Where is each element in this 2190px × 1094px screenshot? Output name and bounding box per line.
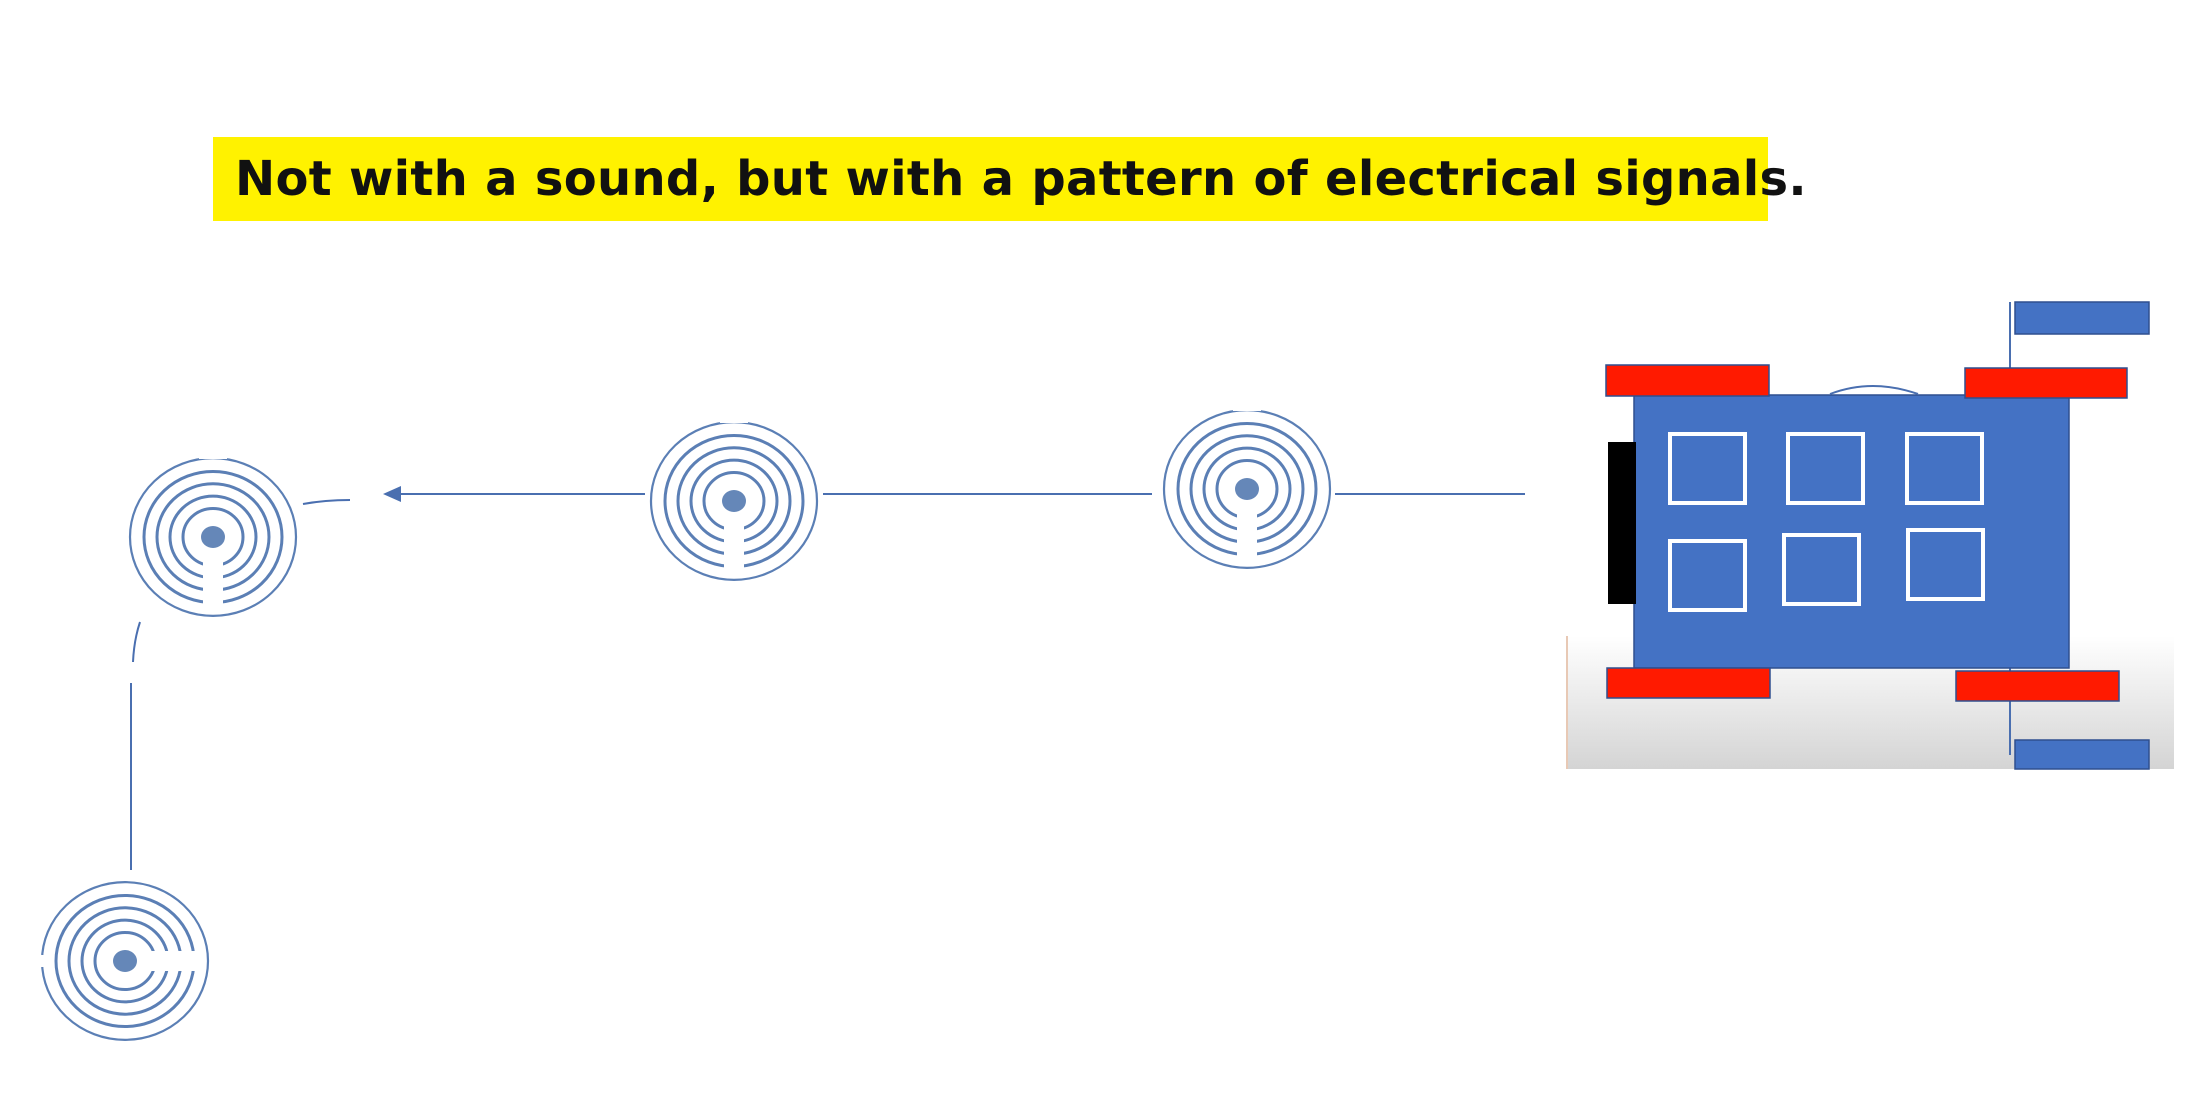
neuron-3: [1162, 403, 1332, 569]
neuron-stem-gap: [203, 545, 223, 613]
neuron-notch: [720, 415, 748, 423]
signal-path: [130, 486, 1525, 870]
caption-text: Not with a sound, but with a pattern of …: [235, 151, 1807, 207]
wheel-rear-right: [1955, 670, 2120, 702]
neuron-nucleus: [722, 490, 746, 512]
robot-car-icon: [1566, 301, 2174, 770]
robot-panel-5: [1782, 533, 1861, 606]
neuron-icon: [39, 881, 210, 1041]
caption-banner: Not with a sound, but with a pattern of …: [213, 137, 1807, 221]
neuron-icon: [1162, 403, 1332, 569]
signal-curve-neuron-1-right: [302, 499, 351, 505]
axle-plate-top: [2014, 301, 2150, 335]
neuron-stem-gap: [724, 509, 744, 577]
neuron-nucleus: [113, 950, 137, 972]
axle-plate-bottom: [2014, 739, 2150, 770]
neuron-4: [39, 881, 210, 1041]
neuron-icon: [128, 451, 298, 617]
neuron-stem-gap: [1237, 497, 1257, 565]
neuron-notch: [199, 451, 227, 459]
robot-top-arc: [1829, 385, 1919, 395]
neuron-nucleus: [201, 526, 225, 548]
neuron-2: [649, 415, 819, 581]
robot-panel-1: [1668, 432, 1747, 505]
neuron-stem-gap: [133, 951, 205, 971]
neuron-notch: [39, 955, 47, 967]
robot-panel-2: [1786, 432, 1865, 505]
wheel-front-left: [1605, 364, 1770, 397]
distance-sensor: [1608, 442, 1636, 604]
arrow-head-icon: [383, 486, 401, 502]
neuron-notch: [1233, 403, 1261, 411]
neuron-nucleus: [1235, 478, 1259, 500]
signal-curve-neuron-1-down: [132, 621, 141, 663]
robot-panel-4: [1668, 539, 1747, 612]
wheel-rear-left: [1964, 367, 2128, 399]
robot-panel-3: [1905, 432, 1984, 505]
robot-panel-6: [1906, 528, 1985, 601]
neuron-1: [128, 451, 298, 617]
wheel-front-right: [1606, 667, 1771, 699]
neuron-icon: [649, 415, 819, 581]
